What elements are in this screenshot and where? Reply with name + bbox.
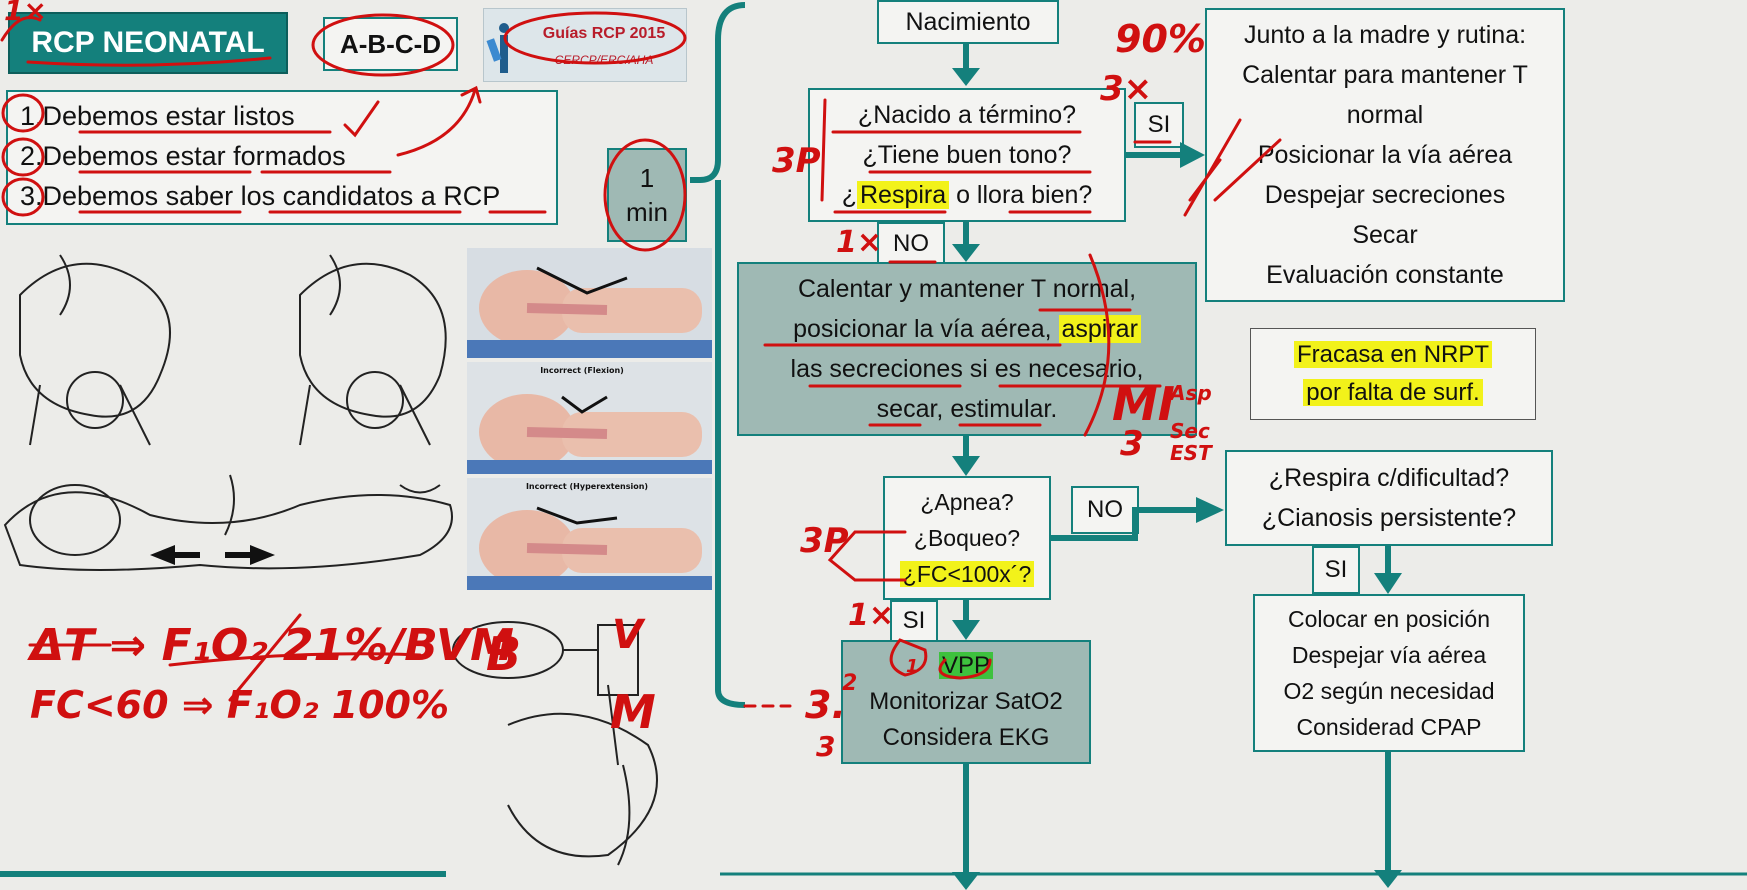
hyperextension-caption: Incorrect (Hyperextension)	[525, 482, 649, 491]
node-respiratory-distress: ¿Respira c/dificultad? ¿Cianosis persist…	[1225, 450, 1553, 546]
ink-3-bottom: 3.	[805, 683, 846, 727]
airway-image-hyperextension: Incorrect (Hyperextension)	[467, 478, 712, 590]
bag-mask-illustration	[448, 605, 718, 875]
list-item: 2.Debemos estar formados	[20, 141, 346, 171]
question-gasping: ¿Boqueo?	[913, 525, 1021, 551]
bracket-bottom	[715, 180, 746, 708]
node-cpap-care: Colocar en posición Despejar vía aérea O…	[1253, 594, 1525, 752]
routine-line: Secar	[1352, 221, 1418, 249]
guidelines-logo: Guías RCP 2015 CERCP/ERC/AHA	[483, 8, 687, 82]
requirements-list: 1.Debemos estar listos 2.Debemos estar f…	[6, 90, 558, 225]
node-apnea-questions: ¿Apnea? ¿Boqueo? ¿FC<100x´?	[883, 476, 1051, 600]
distress-line: ¿Respira c/dificultad?	[1268, 464, 1510, 492]
distress-line: ¿Cianosis persistente?	[1261, 504, 1517, 532]
cpap-line: Considerad CPAP	[1296, 714, 1482, 740]
arrow-right-icon	[1196, 497, 1224, 523]
routine-line: Posicionar la vía aérea	[1257, 141, 1513, 169]
nrpt-line: por falta de surf.	[1303, 379, 1483, 406]
list-item: 1.Debemos estar listos	[20, 101, 295, 131]
steps-line: las secreciones si es necesario,	[790, 355, 1144, 383]
ppv-line: Considera EKG	[882, 724, 1050, 751]
label-si-3: SI	[890, 600, 938, 642]
ink-3-circle: 3	[816, 730, 835, 763]
ink-1x-no: 1×	[836, 225, 882, 260]
ink-3p-mid: 3P	[800, 521, 849, 561]
abcd-label: A-B-C-D	[339, 28, 442, 59]
ink-delta-line: ΔT ⇒ F₁O₂ 21%/BVM	[27, 620, 514, 671]
routine-line: Calentar para mantener T	[1242, 61, 1528, 89]
newborn-sketch-icon	[3, 254, 453, 571]
question-tone: ¿Tiene buen tono?	[862, 141, 1072, 169]
one-minute-box: 1 min	[607, 148, 687, 242]
arrow-down-icon	[952, 620, 980, 640]
cpap-line: Colocar en posición	[1287, 606, 1490, 632]
question-term: ¿Nacido a término?	[857, 101, 1077, 129]
ink-fc-line: FC<60 ⇒ F₁O₂ 100%	[30, 683, 449, 727]
airway-image-correct	[467, 248, 712, 358]
ink-90-percent: 90%	[1115, 17, 1206, 61]
ppv-label: VPP	[938, 652, 994, 679]
question-apnea: ¿Apnea?	[920, 489, 1014, 515]
label-si-2: SI	[1312, 546, 1360, 594]
routine-line: Despejar secreciones	[1264, 181, 1506, 209]
neonatal-illustration	[0, 235, 465, 595]
guidelines-title: Guías RCP 2015	[542, 25, 666, 42]
ink-1x-si: 1×	[848, 598, 894, 633]
abcd-box: A-B-C-D	[323, 17, 458, 71]
arrow-down-icon	[1374, 870, 1402, 888]
steps-line: Calentar y mantener T normal,	[797, 275, 1137, 303]
nrpt-line: Fracasa en NRPT	[1293, 341, 1493, 368]
steps-line: posicionar la vía aérea, aspirar	[793, 309, 1141, 349]
cpap-line: Despejar vía aérea	[1291, 642, 1487, 668]
ppv-line: Monitorizar SatO2	[869, 688, 1063, 715]
title-banner: RCP NEONATAL	[8, 12, 288, 74]
bracket-top	[690, 2, 746, 183]
label-no-1: NO	[877, 222, 945, 266]
flexion-caption: Incorrect (Flexion)	[540, 366, 624, 375]
airway-image-flexion: Incorrect (Flexion)	[467, 362, 712, 474]
node-routine-care: Junto a la madre y rutina: Calentar para…	[1205, 8, 1565, 302]
arrow-down-icon	[952, 244, 980, 262]
one-minute-label: 1 min	[626, 163, 668, 227]
guidelines-figure-icon	[486, 23, 516, 77]
routine-line: normal	[1346, 101, 1424, 129]
arrow-down-icon	[952, 456, 980, 476]
routine-line: Junto a la madre y rutina:	[1243, 21, 1527, 49]
arrow-down-icon	[952, 68, 980, 86]
node-initial-questions: ¿Nacido a término? ¿Tiene buen tono? ¿Re…	[808, 88, 1126, 222]
label-no-2: NO	[1071, 486, 1139, 534]
label-si-1: SI	[1134, 102, 1184, 148]
guidelines-subtitle: CERCP/ERC/AHA	[554, 53, 654, 67]
steps-line: secar, estimular.	[876, 395, 1058, 423]
page-title: RCP NEONATAL	[31, 26, 265, 59]
note-nrpt-failure: Fracasa en NRPT por falta de surf.	[1250, 328, 1536, 420]
arrow-down-icon	[952, 872, 980, 890]
node-initial-steps: Calentar y mantener T normal, posicionar…	[737, 262, 1197, 436]
question-hr: ¿FC<100x´?	[899, 561, 1035, 587]
question-breathing: ¿Respira o llora bien?	[841, 181, 1093, 209]
arrow-down-icon	[1374, 573, 1402, 594]
node-ppv: VPP Monitorizar SatO2 Considera EKG	[841, 640, 1091, 764]
ink-est: EST	[1170, 441, 1213, 465]
node-nacimiento: Nacimiento	[877, 0, 1059, 44]
routine-line: Evaluación constante	[1266, 261, 1504, 289]
list-item: 3.Debemos saber los candidatos a RCP	[20, 181, 501, 211]
cpap-line: O2 según necesidad	[1283, 678, 1495, 704]
nacimiento-label: Nacimiento	[905, 7, 1031, 36]
